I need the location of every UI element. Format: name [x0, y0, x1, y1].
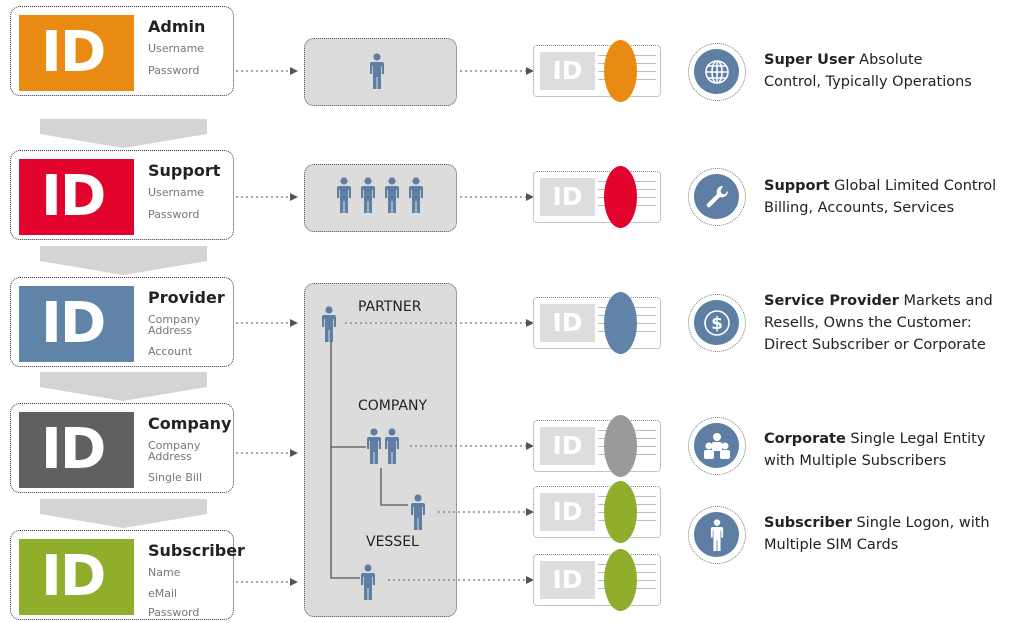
description-title: Corporate	[764, 431, 846, 447]
person-icon	[361, 177, 375, 213]
role-title: Company	[148, 414, 232, 433]
id-tag-company: ID	[533, 415, 661, 477]
description-text: Single Logon, with	[851, 515, 990, 531]
id-tag-provider: ID	[533, 292, 661, 354]
description-text: Multiple SIM Cards	[764, 537, 899, 553]
description-title: Support	[764, 178, 830, 194]
tag-id-text: ID	[540, 178, 595, 216]
description-title: Service Provider	[764, 293, 899, 309]
svg-text:$: $	[711, 314, 723, 334]
description-text: Absolute	[854, 52, 923, 68]
field-label: Username	[148, 186, 205, 199]
id-tag-admin: ID	[533, 40, 661, 102]
dollar-icon: $	[688, 294, 746, 352]
description-subscriber: Subscriber Single Logon, with Multiple S…	[764, 512, 990, 556]
field-label: Company	[148, 313, 201, 326]
tag-id-text: ID	[540, 427, 595, 465]
company-person-icon	[385, 428, 399, 464]
field-label: Single Bill	[148, 471, 203, 484]
wrench-icon	[688, 168, 746, 226]
id-tag-support: ID	[533, 166, 661, 228]
role-card-subscriber: ID Subscriber Name eMail Password	[10, 530, 245, 620]
description-text: Direct Subscriber or Corporate	[764, 337, 986, 353]
id-badge: ID	[19, 159, 134, 235]
field-label: Password	[148, 606, 200, 619]
connector-arrows	[236, 70, 526, 583]
description-corporate: Corporate Single Legal Entity with Multi…	[764, 428, 985, 472]
field-label: Name	[148, 566, 181, 579]
support-users-box	[304, 164, 457, 232]
field-label: Username	[148, 42, 205, 55]
id-badge: ID	[19, 412, 134, 488]
description-title: Subscriber	[764, 515, 852, 531]
description-text: Resells, Owns the Customer:	[764, 315, 972, 331]
id-badge: ID	[19, 15, 134, 91]
person-icon	[409, 177, 423, 213]
role-card-company: ID Company Company Address Single Bill	[10, 403, 234, 493]
description-support: Support Global Limited Control Billing, …	[764, 175, 996, 219]
role-title: Subscriber	[148, 541, 245, 560]
field-label: Password	[148, 208, 200, 221]
chevron-down-icon	[40, 119, 207, 148]
company-person-icon	[367, 428, 381, 464]
field-label: eMail	[148, 587, 178, 600]
sim-oval	[604, 481, 637, 543]
partner-person-icon	[322, 306, 336, 342]
arrowheads	[290, 67, 534, 586]
tag-id-text: ID	[540, 304, 595, 342]
hierarchy-lines	[330, 340, 408, 579]
field-label: Account	[148, 345, 193, 358]
person-icon	[385, 177, 399, 213]
description-text: Global Limited Control	[829, 178, 997, 194]
chevron-down-icon	[40, 372, 207, 401]
tag-id-text: ID	[540, 561, 595, 599]
description-text: Markets and	[898, 293, 993, 309]
sim-oval	[604, 292, 637, 354]
id-tag-subscriber: ID	[533, 549, 661, 611]
role-title: Admin	[148, 17, 206, 36]
description-service-provider: Service Provider Markets and Resells, Ow…	[764, 290, 993, 356]
field-label: Password	[148, 64, 200, 77]
sim-oval	[604, 415, 637, 477]
partner-label: PARTNER	[358, 299, 422, 315]
group-icon	[688, 417, 746, 475]
sim-oval	[604, 166, 637, 228]
description-title: Super User	[764, 52, 855, 68]
id-tag-vessel: ID	[533, 481, 661, 543]
role-title: Provider	[148, 288, 225, 307]
person-icon	[337, 177, 351, 213]
sim-oval	[604, 40, 637, 102]
chevron-down-icon	[40, 246, 207, 275]
description-text: with Multiple Subscribers	[764, 453, 947, 469]
admin-users-box	[304, 38, 457, 106]
tag-id-text: ID	[540, 493, 595, 531]
description-text: Billing, Accounts, Services	[764, 200, 955, 216]
vessel-person-icon	[411, 494, 425, 530]
person-icon	[370, 53, 384, 89]
company-label: COMPANY	[358, 398, 428, 414]
tag-id-text: ID	[540, 52, 595, 90]
chevron-down-icon	[40, 499, 207, 528]
description-text: Control, Typically Operations	[764, 74, 972, 90]
id-badge: ID	[19, 539, 134, 615]
role-card-provider: ID Provider Company Address Account	[10, 277, 234, 367]
role-card-admin: ID Admin Username Password	[10, 6, 234, 96]
subscriber-person-icon	[361, 564, 375, 600]
vessel-label: VESSEL	[366, 534, 419, 550]
role-card-support: ID Support Username Password	[10, 150, 234, 240]
globe-icon	[688, 43, 746, 101]
role-title: Support	[148, 161, 221, 180]
field-label: Address	[148, 450, 192, 463]
description-super-user: Super User Absolute Control, Typically O…	[764, 49, 972, 93]
field-label: Company	[148, 439, 201, 452]
description-text: Single Legal Entity	[845, 431, 986, 447]
flow-chevrons	[40, 119, 207, 528]
person-icon	[688, 506, 746, 564]
id-badge: ID	[19, 286, 134, 362]
field-label: Address	[148, 324, 192, 337]
sim-oval	[604, 549, 637, 611]
